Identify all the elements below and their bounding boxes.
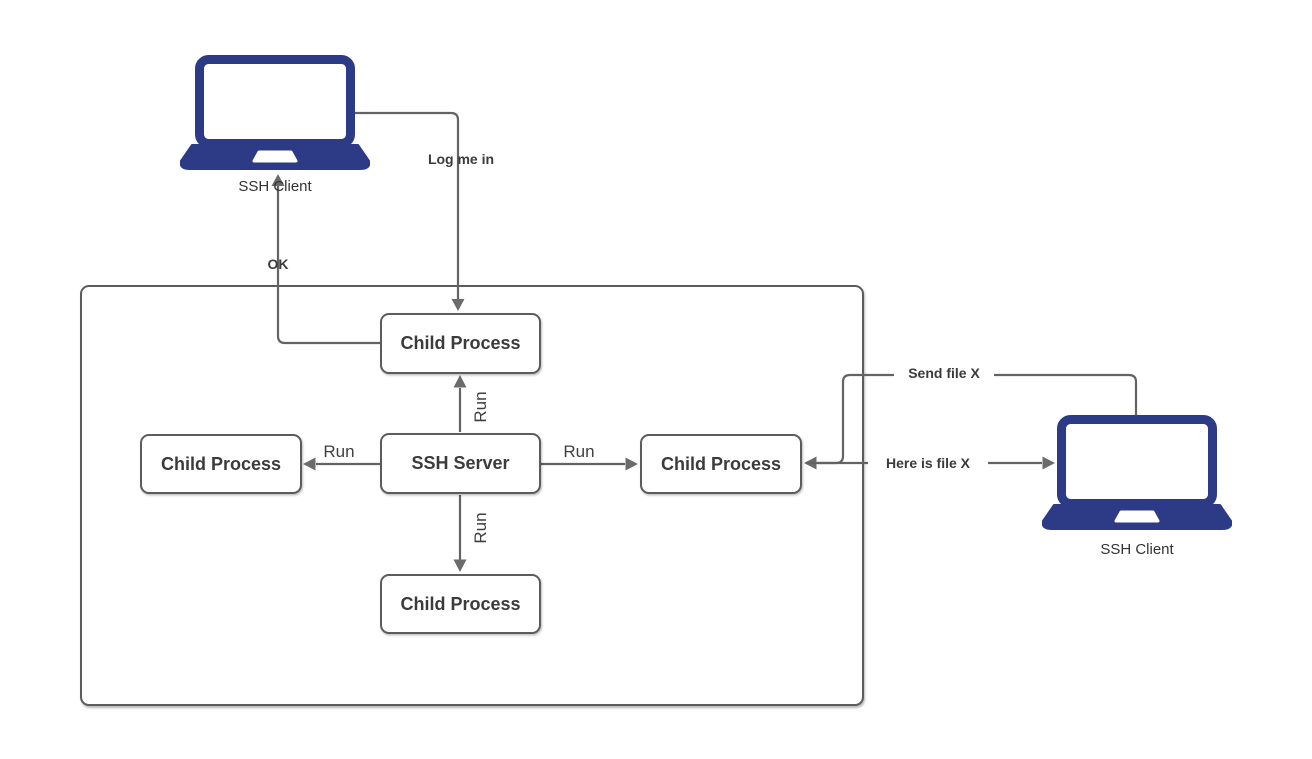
edge-run-down — [453, 495, 467, 572]
edge-log-me-in — [355, 111, 465, 311]
node-child-process-top: Child Process — [380, 313, 541, 374]
edge-label-ok: OK — [267, 256, 289, 272]
node-child-process-bottom: Child Process — [380, 574, 541, 634]
edge-label-run-down: Run — [471, 512, 490, 544]
edge-run-up — [453, 375, 467, 432]
ssh-client-left-laptop-icon — [180, 55, 370, 170]
node-child-process-top-label: Child Process — [400, 333, 521, 353]
edge-label-run-right: Run — [563, 442, 595, 461]
edge-ok — [271, 174, 381, 345]
node-ssh-server-label: SSH Server — [411, 453, 510, 473]
node-child-process-bottom-label: Child Process — [400, 593, 521, 614]
edge-run-left — [303, 457, 381, 471]
node-child-process-left: Child Process — [140, 434, 302, 494]
ssh-client-right-label: SSH Client — [1100, 541, 1174, 558]
node-child-process-right-label: Child Process — [660, 453, 782, 474]
node-ssh-server: SSH Server — [380, 433, 541, 494]
ssh-client-left-label: SSH Client — [238, 178, 312, 195]
edge-label-here-is-file-x: Here is file X — [868, 455, 988, 471]
edge-run-right — [540, 457, 638, 471]
node-child-process-left-label: Child Process — [160, 453, 282, 474]
edge-label-log-me-in: Log me in — [427, 151, 495, 167]
ssh-client-right-laptop-icon — [1042, 415, 1232, 530]
edge-label-run-left: Run — [323, 442, 355, 461]
edge-label-run-up: Run — [471, 391, 490, 423]
node-child-process-right: Child Process — [640, 434, 802, 494]
edge-label-send-file-x: Send file X — [894, 365, 994, 381]
